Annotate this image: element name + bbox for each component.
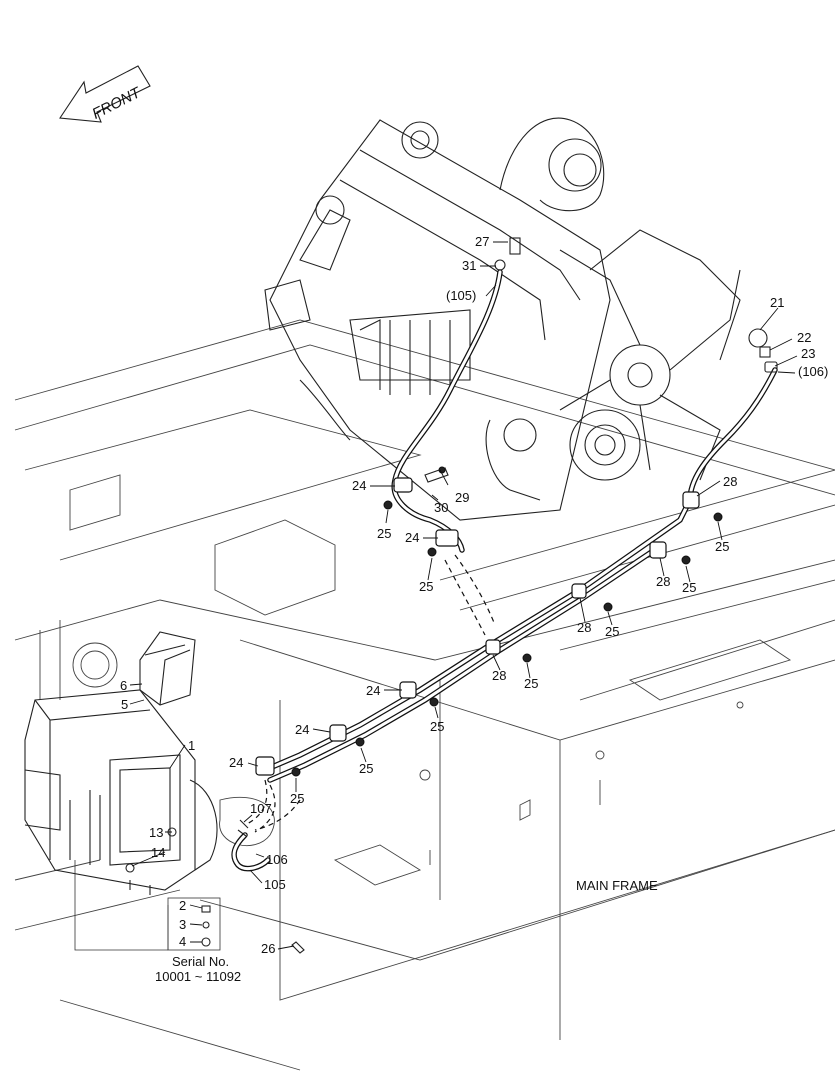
callout-6: 6 — [120, 678, 127, 693]
callout-25: 25 — [715, 539, 729, 554]
callout-27: 27 — [475, 234, 489, 249]
callout-13: 13 — [149, 825, 163, 840]
callout-24: 24 — [295, 722, 309, 737]
callout-5: 5 — [121, 697, 128, 712]
callout-28: 28 — [656, 574, 670, 589]
hose-lines — [231, 269, 778, 872]
callout-28: 28 — [492, 668, 506, 683]
callout-14: 14 — [151, 845, 165, 860]
callout-105-ref: (105) — [446, 288, 476, 303]
callout-24: 24 — [366, 683, 380, 698]
engine-drawing — [264, 117, 741, 521]
callout-23: 23 — [801, 346, 815, 361]
leader-lines — [129, 241, 798, 950]
callout-24: 24 — [352, 478, 366, 493]
front-arrow-icon: FRONT — [59, 65, 151, 123]
callout-25: 25 — [377, 526, 391, 541]
front-label: FRONT — [90, 83, 145, 122]
callout-28: 28 — [577, 620, 591, 635]
callout-1: 1 — [188, 738, 195, 753]
serial-label: Serial No. — [172, 954, 229, 969]
callout-25: 25 — [359, 761, 373, 776]
callout-21: 21 — [770, 295, 784, 310]
callout-106: 106 — [266, 852, 288, 867]
callout-106-ref: (106) — [798, 364, 828, 379]
callout-22: 22 — [797, 330, 811, 345]
callout-107: 107 — [250, 801, 272, 816]
callout-28: 28 — [723, 474, 737, 489]
main-frame-label: MAIN FRAME — [576, 878, 658, 893]
heater-unit-drawing — [24, 631, 218, 895]
main-frame-drawing — [14, 319, 835, 1071]
callout-25: 25 — [682, 580, 696, 595]
callout-24: 24 — [229, 755, 243, 770]
callout-2: 2 — [179, 898, 186, 913]
callout-24: 24 — [405, 530, 419, 545]
callout-25: 25 — [430, 719, 444, 734]
callout-105: 105 — [264, 877, 286, 892]
callout-29: 29 — [455, 490, 469, 505]
callout-30: 30 — [434, 500, 448, 515]
callout-25: 25 — [524, 676, 538, 691]
callout-3: 3 — [179, 917, 186, 932]
callout-26: 26 — [261, 941, 275, 956]
callout-25: 25 — [605, 624, 619, 639]
callout-25: 25 — [419, 579, 433, 594]
callout-labels: 21 22 23 (106) 27 31 (105) 24 29 30 25 2… — [120, 234, 828, 956]
serial-range: 10001 ~ 11092 — [155, 969, 241, 984]
callout-4: 4 — [179, 934, 186, 949]
callout-31: 31 — [462, 258, 476, 273]
callout-25: 25 — [290, 791, 304, 806]
